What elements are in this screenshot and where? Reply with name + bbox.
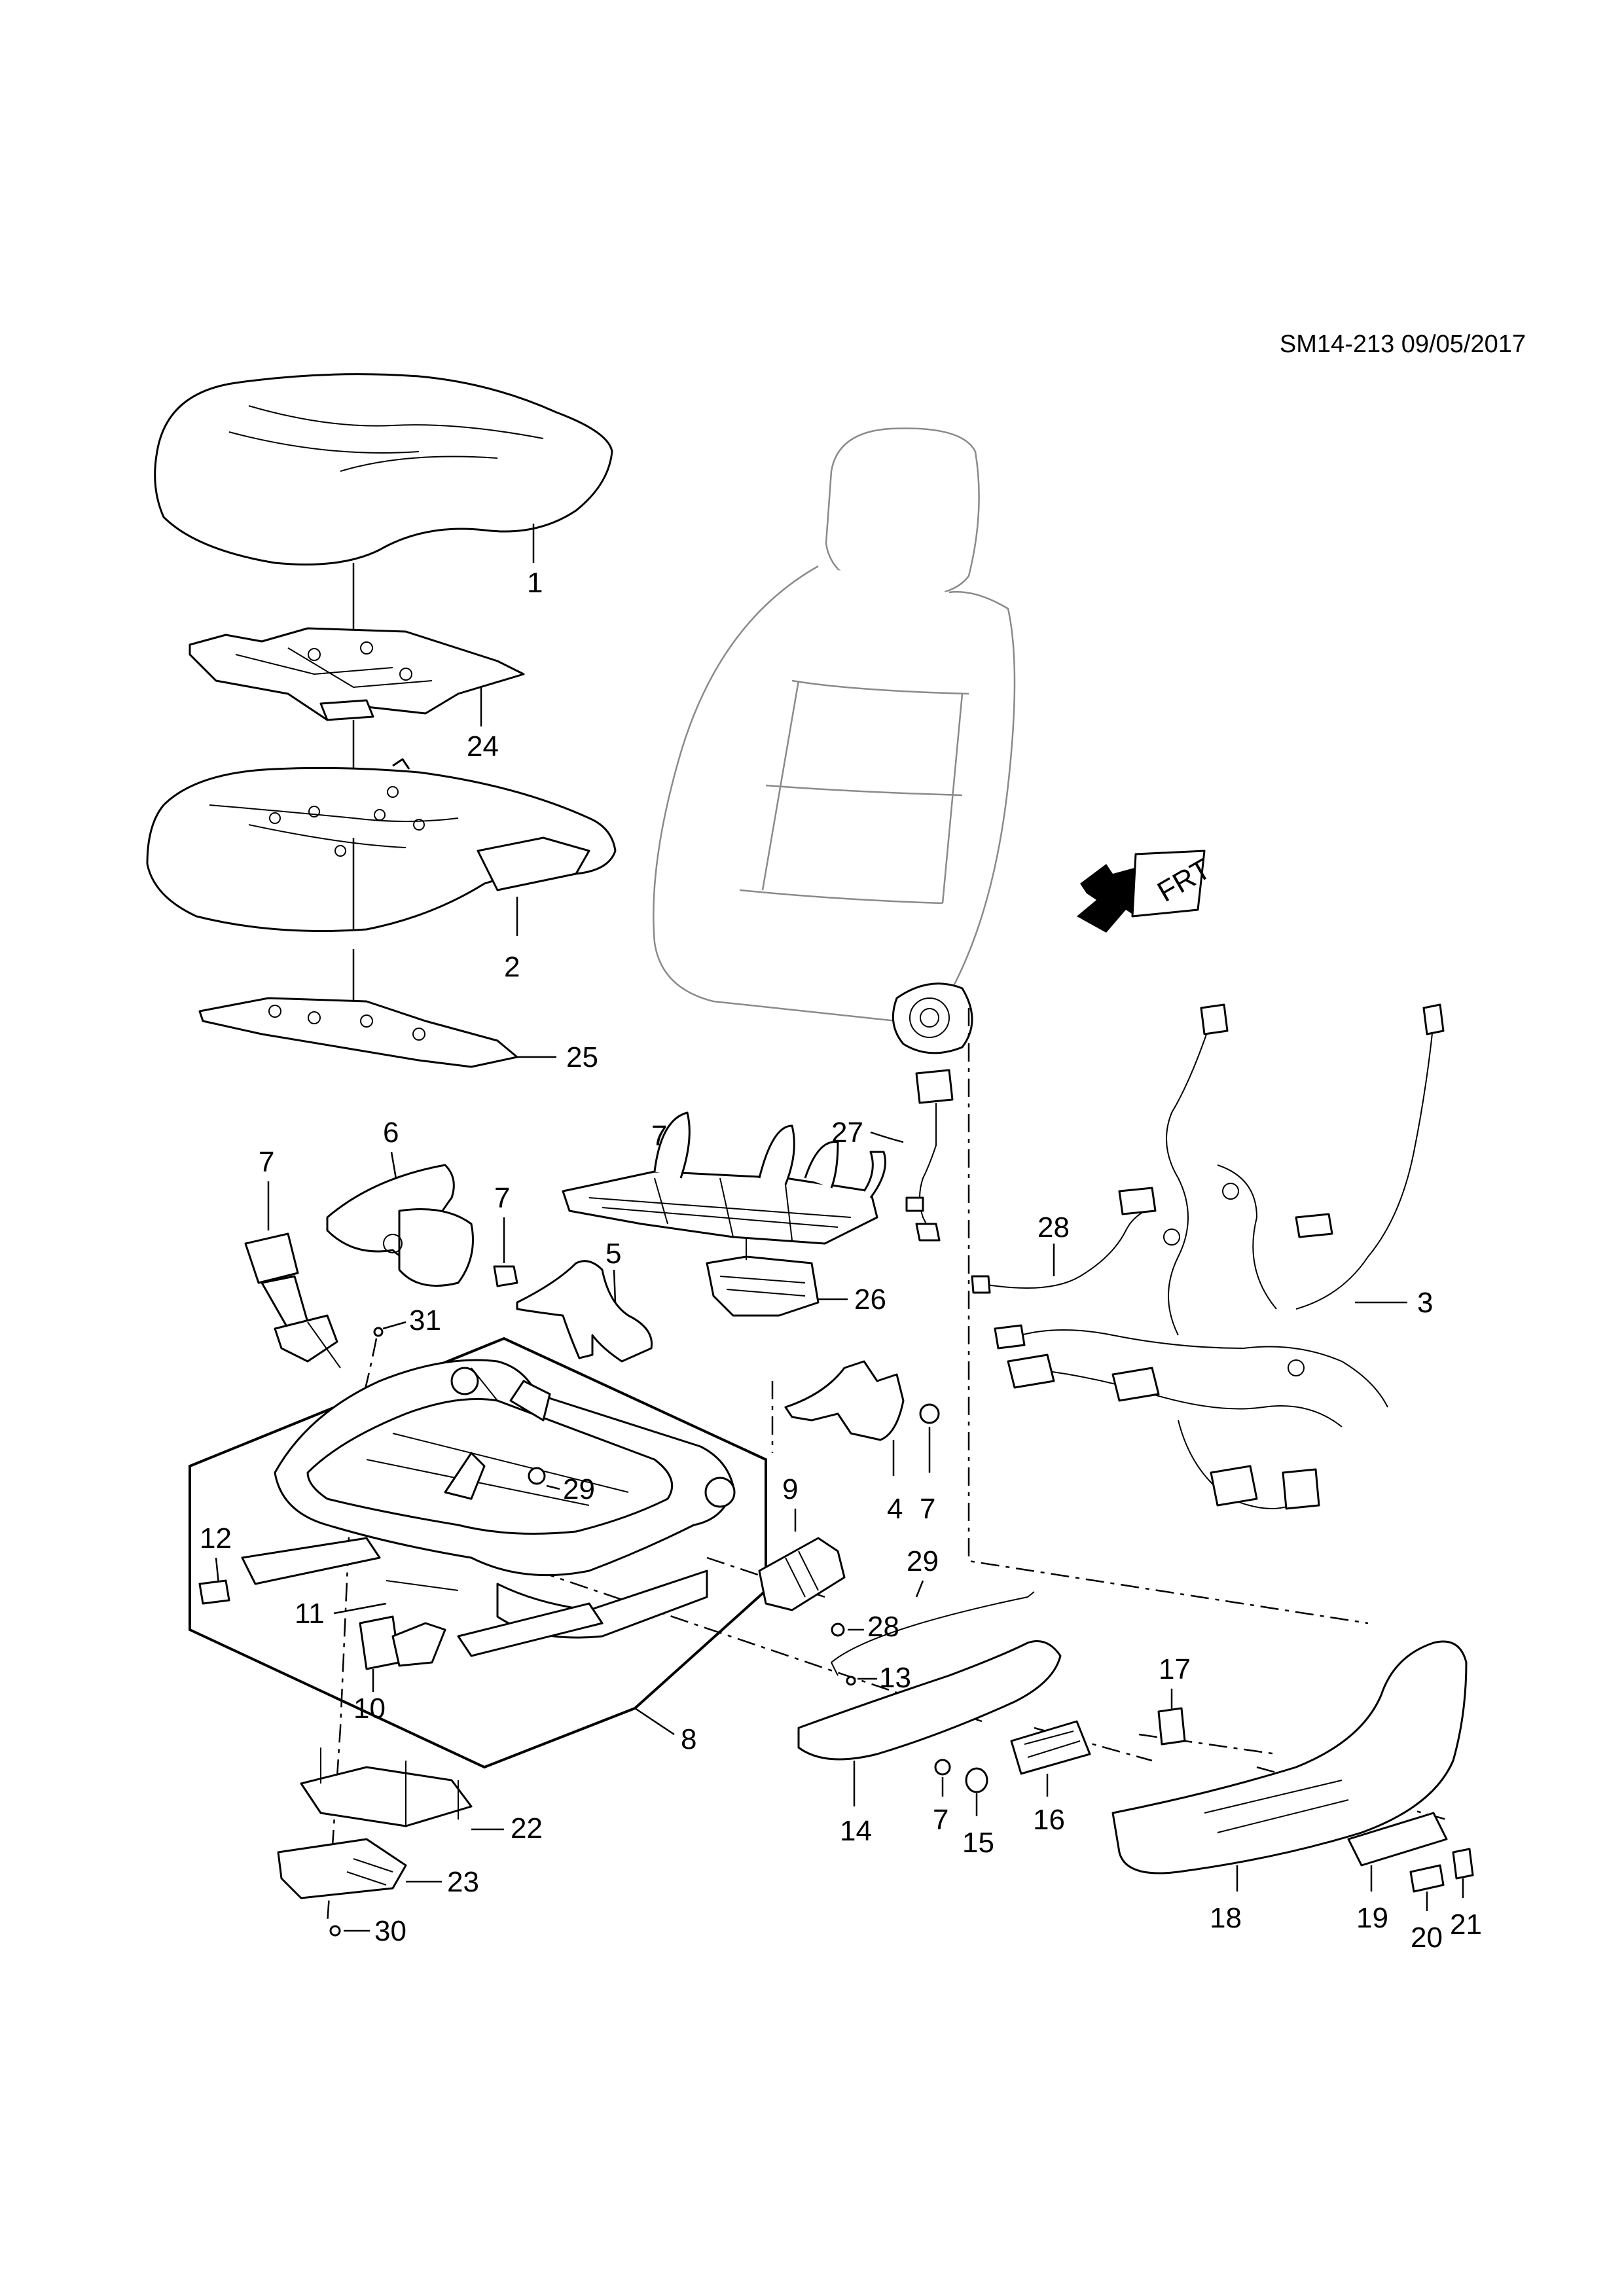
callout-33: 30	[374, 1915, 406, 1947]
callout-2: 2	[504, 951, 520, 983]
seat-inner-trim-panel	[797, 1640, 1062, 1761]
seat-side-bracket	[516, 1260, 653, 1363]
seat-belt-buckle	[244, 1232, 341, 1369]
callout-17: 15	[962, 1827, 994, 1859]
callout-25: 23	[447, 1866, 479, 1898]
frame-fastener-31	[528, 1467, 546, 1485]
cap-17	[965, 1767, 988, 1793]
cushion-pan	[198, 997, 518, 1068]
seat-cushion-cover	[154, 373, 613, 565]
seat-wiring-harness-extension	[971, 1187, 1157, 1294]
cushion-suspension-mat	[562, 1111, 886, 1245]
callout-11: 9	[782, 1473, 798, 1505]
callout-9: 7	[259, 1146, 274, 1178]
callout-1: 1	[527, 567, 543, 599]
callout-7-lower: 7	[933, 1804, 948, 1836]
lower-track-bracket	[300, 1748, 473, 1827]
screw-33	[329, 1925, 341, 1937]
nut-upper	[493, 1265, 518, 1287]
seat-adjuster-switch	[1010, 1720, 1091, 1775]
callout-7-middle: 7	[920, 1493, 935, 1525]
callout-27: 25	[566, 1041, 598, 1073]
adjuster-pin	[386, 1580, 459, 1591]
clip-30	[831, 1623, 845, 1637]
callout-14: 12	[200, 1522, 232, 1554]
callout-20: 18	[1210, 1902, 1242, 1934]
lower-track-cover	[277, 1838, 407, 1899]
callout-10: 8	[681, 1723, 696, 1755]
callout-6: 6	[383, 1117, 399, 1149]
callout-16: 14	[840, 1815, 872, 1847]
outer-side-bracket	[784, 1360, 905, 1441]
callout-3: 3	[1417, 1287, 1433, 1319]
seat-main-wiring-harness	[994, 1003, 1445, 1510]
seat-adjuster-frame	[241, 1359, 736, 1657]
switch-knob-22	[1409, 1864, 1445, 1893]
seat-outer-trim-panel	[1111, 1640, 1468, 1874]
callout-29-upper: 27	[831, 1117, 863, 1149]
callout-19: 17	[1159, 1653, 1191, 1685]
callout-31: 29	[563, 1473, 595, 1505]
front-direction-arrow-icon: FRT	[1077, 850, 1216, 933]
callout-4: 4	[887, 1493, 903, 1525]
lumbar-support-module	[706, 1237, 820, 1317]
screw-15	[846, 1676, 856, 1686]
cushion-heater-pad	[189, 627, 525, 721]
callout-12: 10	[353, 1693, 386, 1725]
callout-18: 16	[1033, 1804, 1065, 1836]
seat-cushion-pad	[146, 758, 617, 932]
callout-21: 19	[1356, 1902, 1388, 1934]
callout-22: 20	[1411, 1922, 1443, 1954]
nut-lower	[934, 1759, 951, 1776]
callout-34: 31	[409, 1304, 441, 1336]
callout-29-lower: 28	[1038, 1211, 1070, 1244]
callout-28: 26	[854, 1283, 886, 1316]
nut-middle	[919, 1403, 940, 1424]
side-airbag-connector-harness	[905, 1069, 954, 1242]
callout-15: 13	[879, 1662, 911, 1694]
recliner-pivot	[892, 982, 973, 1054]
track-cover-end	[198, 1579, 230, 1605]
callout-26: 24	[467, 730, 499, 762]
adjuster-motor	[758, 1537, 846, 1611]
seat-adjuster-frame-box	[189, 1336, 767, 1769]
recliner-cable	[831, 1591, 1035, 1676]
callout-23: 21	[1450, 1909, 1482, 1941]
drawing-reference-number: SM14-213 09/05/2017	[1279, 331, 1526, 358]
switch-bracket-19	[1157, 1707, 1186, 1746]
side-shield-inner	[326, 1164, 474, 1287]
switch-bezel-21	[1347, 1812, 1448, 1867]
bolt-34	[373, 1327, 384, 1337]
callout-7-upper: 7	[494, 1182, 510, 1214]
callout-30: 28	[867, 1611, 899, 1643]
callout-13: 11	[295, 1598, 325, 1630]
callout-32: 29	[907, 1545, 939, 1577]
callout-24: 22	[511, 1812, 543, 1844]
callout-5: 5	[605, 1238, 621, 1270]
seat-back-outline	[653, 427, 1016, 1022]
height-adjuster-module	[359, 1615, 446, 1670]
switch-knob-23	[1452, 1848, 1474, 1880]
